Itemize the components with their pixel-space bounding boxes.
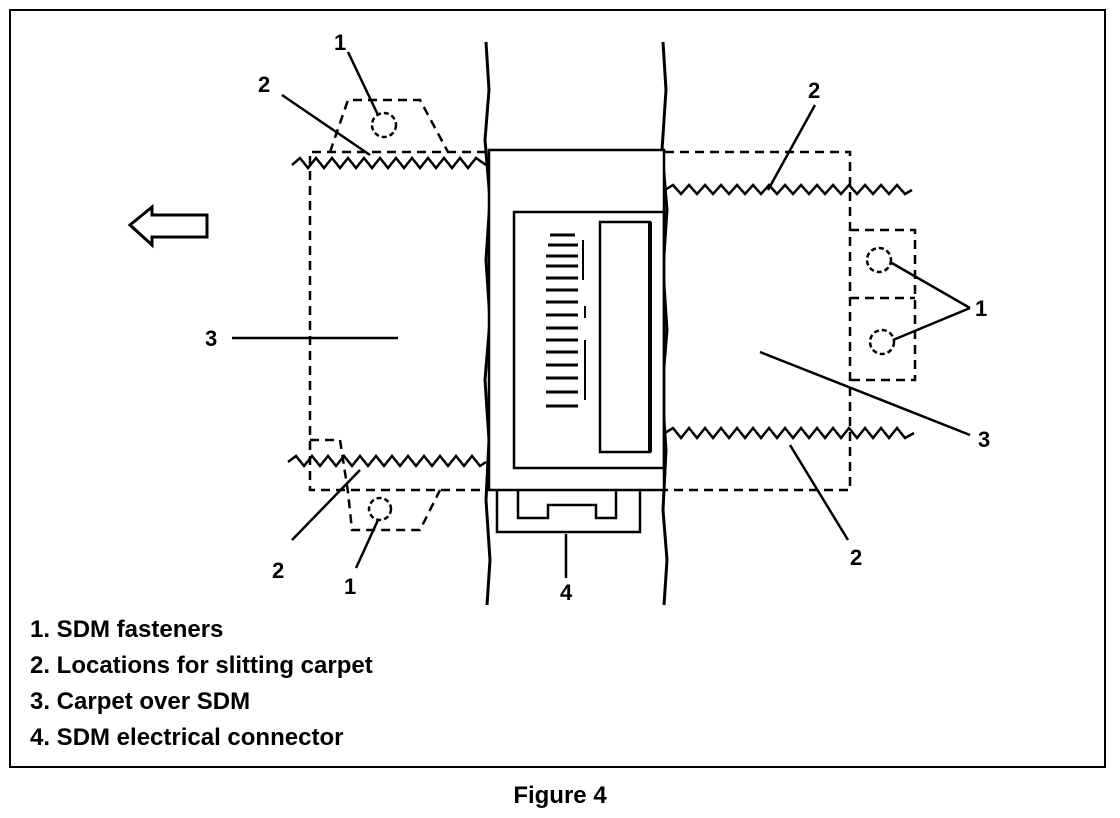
callout-connector: 4: [560, 580, 573, 605]
callout-fastener-top-left: 1: [334, 30, 346, 55]
legend-item: 2. Locations for slitting carpet: [30, 652, 373, 679]
tunnel-wall-right: [660, 41, 669, 606]
callout-slit-top-right: 2: [808, 78, 820, 103]
fastener-bracket-bottom-left: [310, 438, 442, 532]
fastener-right-lower: [868, 328, 896, 356]
slit-line-top-left: [291, 155, 487, 171]
legend-item: 3. Carpet over SDM: [30, 688, 251, 715]
carpet-right-outline: [665, 150, 852, 492]
sdm-connector: [495, 490, 642, 534]
callout-carpet-right: 3: [978, 427, 990, 452]
slit-line-bottom-right: [664, 425, 915, 441]
carpet-left-outline: [308, 150, 486, 492]
leader-lines: [232, 51, 971, 578]
slit-line-bottom-left: [287, 453, 487, 469]
figure-frame: [9, 9, 1106, 768]
legend-item: 4. SDM electrical connector: [30, 724, 344, 751]
legend-item: 1. SDM fasteners: [30, 616, 224, 643]
fastener-right-upper: [865, 246, 893, 274]
callout-fasteners-right: 1: [975, 296, 987, 321]
fastener-bracket-top-left: [328, 98, 450, 153]
fastener-top-left: [370, 111, 398, 139]
fastener-bracket-right: [850, 228, 917, 382]
callout-fastener-bottom-left: 1: [344, 574, 356, 599]
sdm-diagram: 1 2 3 2 1 4 2 1 3 2: [127, 30, 990, 606]
sdm-label-barcode: [546, 233, 586, 408]
slit-line-top-right: [664, 183, 913, 196]
left-arrow-icon: [127, 203, 209, 249]
callout-carpet-left: 3: [205, 326, 217, 351]
sdm-module: [487, 148, 666, 492]
legend: 1. SDM fasteners 2. Locations for slitti…: [30, 612, 373, 756]
fastener-bottom-left: [367, 496, 393, 522]
callout-slit-bottom-left: 2: [272, 558, 284, 583]
callout-slit-top-left: 2: [258, 72, 270, 97]
figure-caption: Figure 4: [513, 782, 607, 809]
callout-slit-bottom-right: 2: [850, 545, 862, 570]
